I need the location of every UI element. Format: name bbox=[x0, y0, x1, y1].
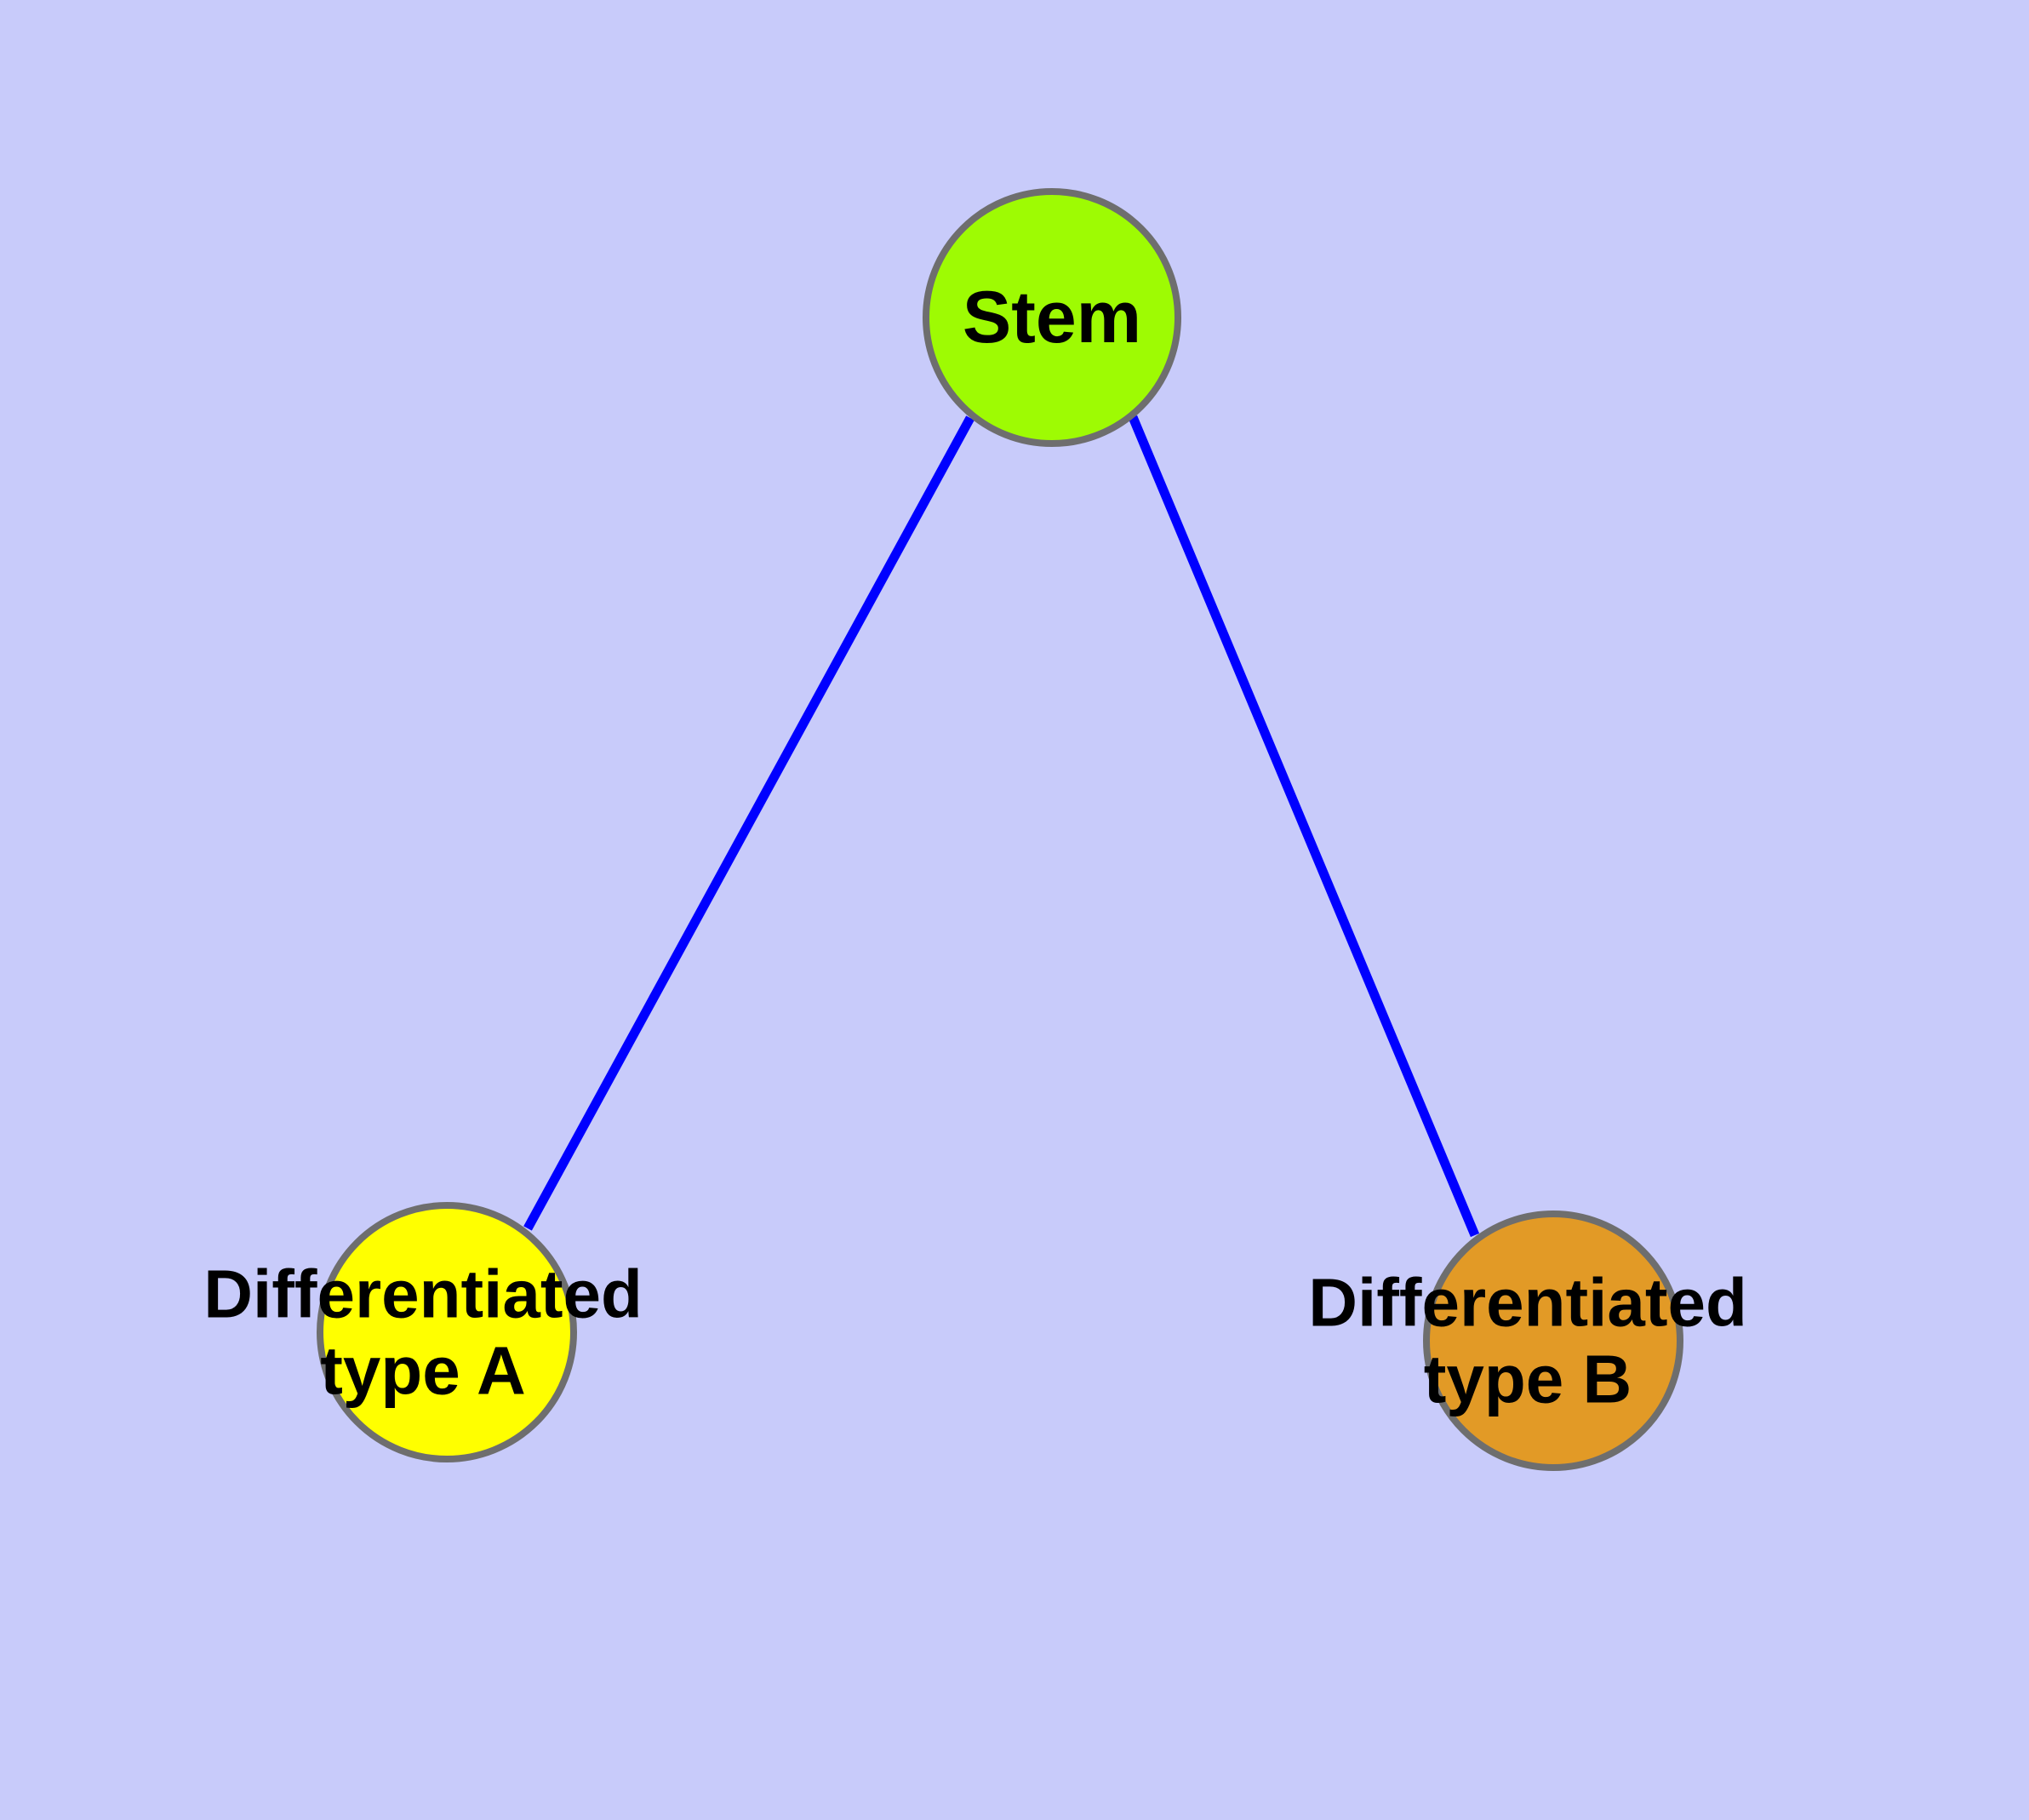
graph-node-diff_a[interactable] bbox=[317, 1202, 577, 1462]
edge-layer bbox=[523, 415, 1480, 1238]
graph-node-diff_b[interactable] bbox=[1423, 1210, 1683, 1471]
graph-node-stem[interactable] bbox=[923, 188, 1181, 447]
node-layer bbox=[317, 188, 1683, 1471]
graph-edge-stem-to-diff_b bbox=[1128, 415, 1480, 1238]
graph-edge-stem-to-diff_a bbox=[523, 415, 974, 1231]
